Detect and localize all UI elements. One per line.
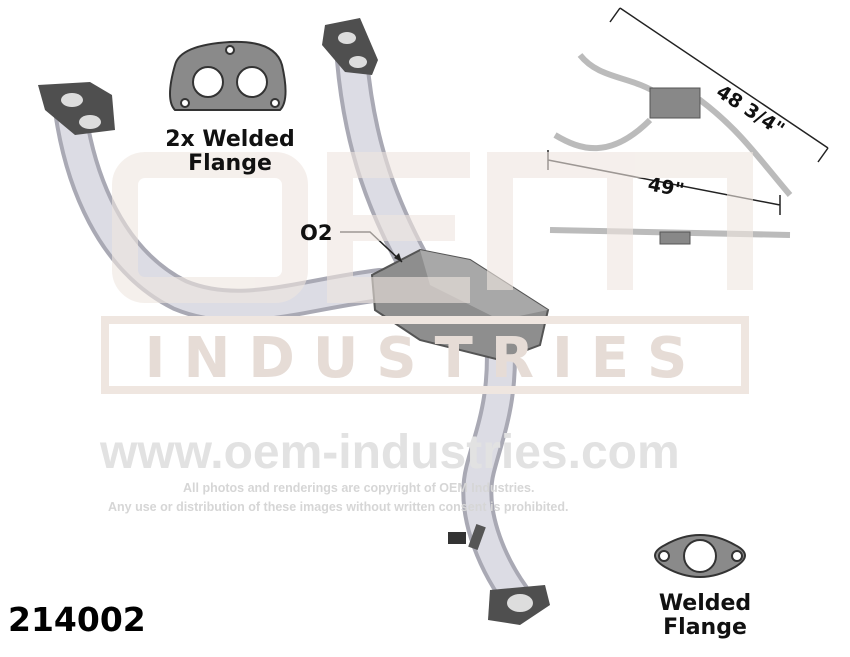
rear-flange-label-line1: Welded <box>658 591 752 616</box>
front-gasket-icon <box>169 40 287 111</box>
hanger-bracket <box>468 524 486 550</box>
watermark-subtext: INDUSTRIES <box>145 326 706 391</box>
part-number: 214002 <box>8 600 146 639</box>
hanger-tab <box>448 532 466 544</box>
watermark-url: www.oem-industries.com <box>100 426 680 479</box>
o2-sensor-label: O2 <box>300 221 333 245</box>
rear-gasket-icon <box>654 534 746 578</box>
front-flange-label-line1: 2x Welded <box>165 127 295 152</box>
front-flange-label: 2x Welded Flange <box>150 127 310 177</box>
watermark-copyright-1: All photos and renderings are copyright … <box>183 481 535 495</box>
watermark-copyright-2: Any use or distribution of these images … <box>108 500 569 514</box>
rear-flange-label: Welded Flange <box>640 591 770 641</box>
front-flange-label-line2: Flange <box>188 151 272 177</box>
rear-flange-label-line2: Flange <box>663 615 747 641</box>
